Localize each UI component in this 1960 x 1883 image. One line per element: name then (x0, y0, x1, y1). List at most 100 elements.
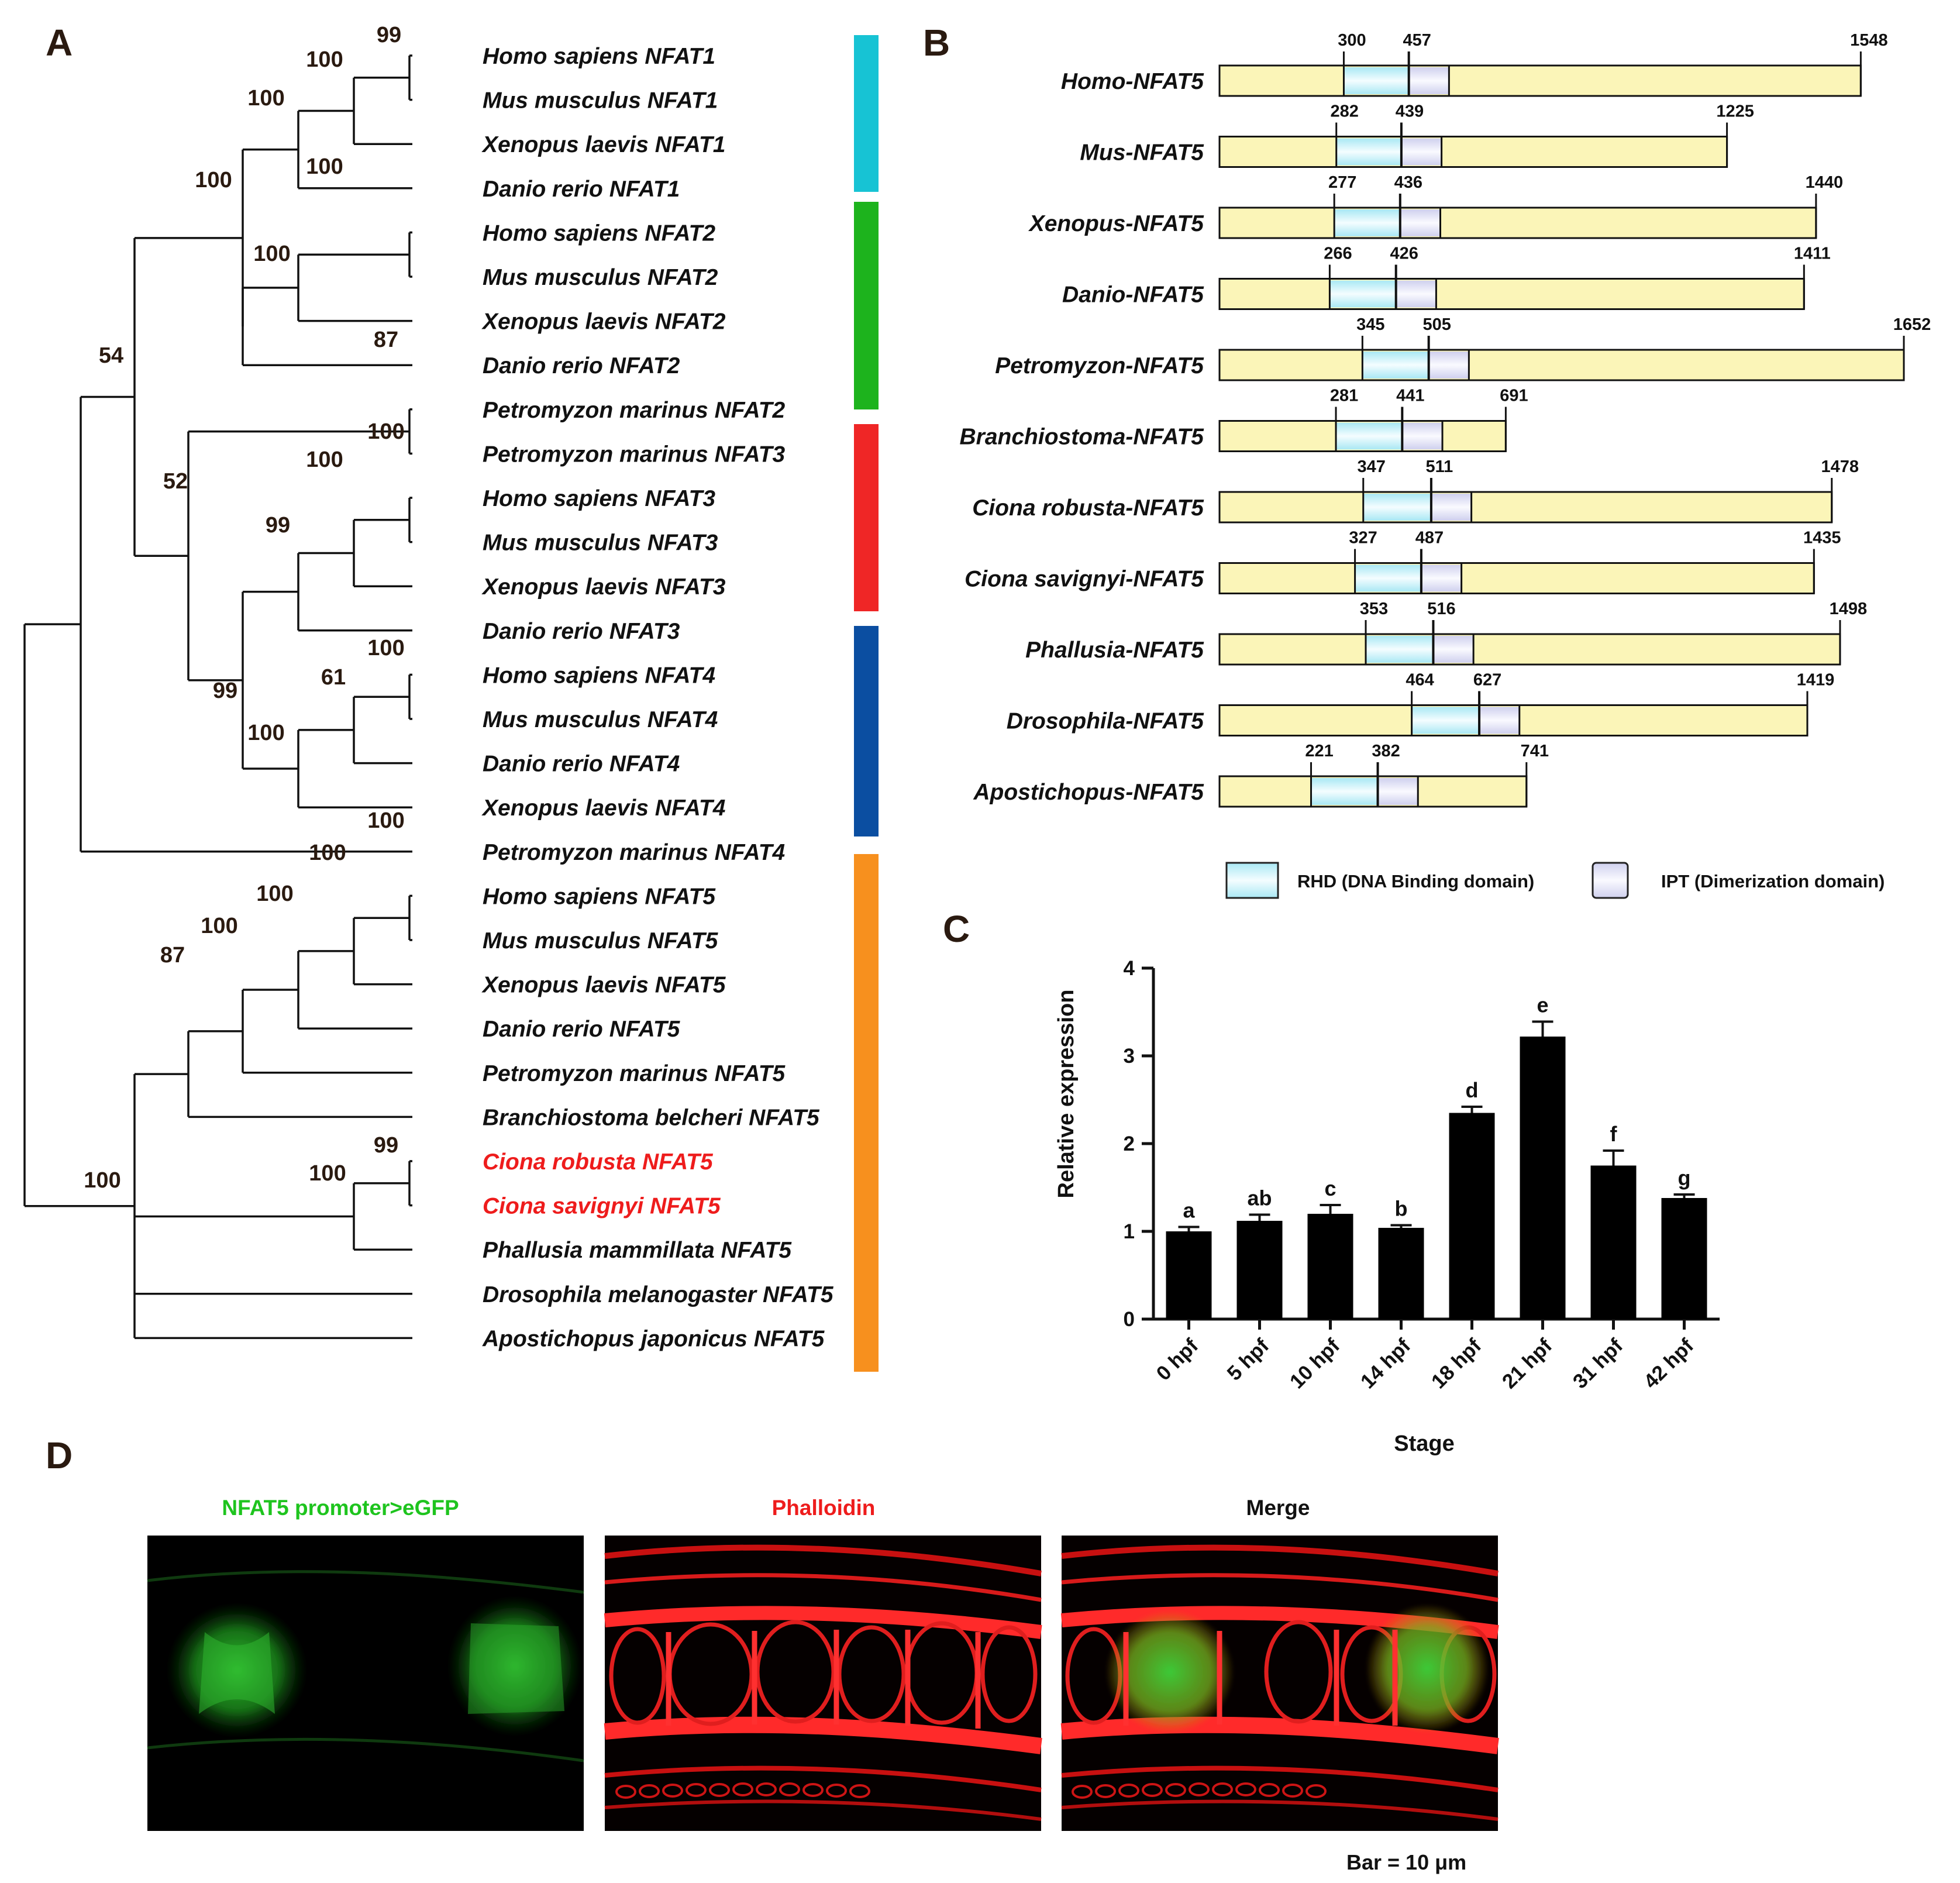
legend-ipt-swatch (1592, 862, 1629, 899)
ipt-domain (1428, 352, 1469, 378)
chart-bars (1166, 1020, 1707, 1319)
taxon-label: Petromyzon marinus NFAT3 (483, 442, 786, 467)
protein-name: Ciona savignyi-NFAT5 (965, 567, 1204, 592)
x-tick-label: 18 hpf (1427, 1334, 1486, 1393)
protein-name: Petromyzon-NFAT5 (995, 353, 1204, 378)
taxon-label: Petromyzon marinus NFAT4 (483, 840, 786, 865)
rhd-domain (1366, 636, 1434, 663)
protein-body (1218, 491, 1833, 524)
chart-bar (1520, 1037, 1566, 1319)
tree-branches (23, 54, 412, 1340)
ipt-domain (1479, 707, 1520, 734)
panel-label-a: A (46, 22, 73, 64)
rhd-domain (1411, 707, 1480, 734)
ipt-domain (1431, 494, 1472, 521)
position-label: 1411 (1794, 245, 1831, 263)
chart-bar (1661, 1198, 1707, 1319)
position-label: 516 (1427, 600, 1455, 618)
protein-name: Danio-NFAT5 (1062, 283, 1204, 308)
protein-body (1218, 206, 1817, 239)
significance-letter: f (1610, 1122, 1618, 1146)
position-label: 353 (1360, 600, 1388, 618)
position-label: 281 (1330, 387, 1358, 405)
position-label: 382 (1372, 742, 1400, 760)
y-tick-label: 3 (1124, 1045, 1135, 1068)
significance-letter: e (1537, 993, 1548, 1017)
position-label: 300 (1338, 31, 1366, 50)
protein-name: Branchiostoma-NFAT5 (960, 425, 1205, 450)
taxon-label: Phallusia mammillata NFAT5 (483, 1238, 792, 1263)
x-tick-label: 21 hpf (1498, 1334, 1557, 1393)
taxon-label: Xenopus laevis NFAT1 (481, 132, 725, 157)
position-label: 691 (1500, 387, 1528, 405)
taxon-label: Homo sapiens NFAT2 (483, 221, 715, 246)
bootstrap-value: 52 (163, 469, 188, 494)
position-label: 505 (1422, 315, 1451, 334)
bootstrap-value: 54 (99, 343, 123, 368)
y-tick-label: 0 (1124, 1308, 1135, 1331)
ipt-domain (1400, 209, 1441, 236)
bootstrap-value: 99 (266, 513, 290, 538)
bootstrap-value: 100 (367, 636, 404, 660)
position-label: 627 (1473, 671, 1501, 690)
legend-rhd-swatch (1225, 862, 1279, 899)
legend-rhd-label: RHD (DNA Binding domain) (1297, 871, 1534, 891)
merge-image (1060, 1536, 1499, 1831)
taxon-label: Ciona robusta NFAT5 (483, 1149, 714, 1175)
position-label: 1440 (1806, 173, 1844, 192)
chart-bar (1378, 1228, 1424, 1319)
image-title-merge: Merge (1246, 1496, 1310, 1520)
domain-legend: RHD (DNA Binding domain) IPT (Dimerizati… (1225, 862, 1885, 899)
bootstrap-value: 100 (247, 721, 284, 745)
taxon-label: Mus musculus NFAT2 (483, 265, 718, 290)
tree-group-bars (854, 35, 879, 1372)
bootstrap-value: 99 (377, 23, 401, 47)
protein-body (1218, 278, 1805, 310)
protein-name: Apostichopus-NFAT5 (973, 780, 1204, 805)
bootstrap-value: 100 (367, 808, 404, 833)
y-tick-label: 1 (1124, 1220, 1135, 1243)
taxon-label: Xenopus laevis NFAT3 (481, 574, 726, 600)
chart-bar (1166, 1231, 1212, 1319)
ipt-domain (1408, 67, 1449, 94)
taxon-label: Danio rerio NFAT4 (483, 752, 680, 777)
bootstrap-value: 100 (306, 447, 343, 472)
position-label: 277 (1328, 173, 1356, 192)
bootstrap-value: 100 (195, 168, 232, 192)
chart-x-axis-title: Stage (1394, 1431, 1454, 1456)
rhd-domain (1334, 209, 1400, 236)
position-label: 1419 (1797, 671, 1835, 690)
taxon-label: Xenopus laevis NFAT4 (481, 796, 726, 821)
significance-letter: d (1466, 1078, 1479, 1102)
clade-color-bar (854, 202, 879, 409)
position-label: 741 (1521, 742, 1549, 760)
clade-color-bar (854, 854, 879, 1372)
x-tick-label: 5 hpf (1222, 1334, 1273, 1385)
ipt-domain (1402, 422, 1443, 450)
ipt-domain (1377, 778, 1418, 805)
bootstrap-value: 100 (306, 47, 343, 72)
position-label: 426 (1390, 245, 1418, 263)
protein-body (1218, 633, 1841, 666)
significance-letter: c (1324, 1176, 1336, 1200)
legend-ipt-label: IPT (Dimerization domain) (1661, 871, 1885, 891)
taxon-label: Apostichopus japonicus NFAT5 (482, 1326, 825, 1351)
taxon-label: Homo sapiens NFAT3 (483, 486, 715, 511)
taxon-label: Danio rerio NFAT2 (483, 353, 680, 378)
position-label: 282 (1331, 102, 1359, 121)
taxon-label: Drosophila melanogaster NFAT5 (483, 1282, 834, 1307)
taxon-label: Petromyzon marinus NFAT5 (483, 1061, 786, 1086)
position-label: 441 (1396, 387, 1424, 405)
x-tick-label: 42 hpf (1639, 1334, 1699, 1393)
protein-body (1218, 562, 1815, 594)
taxon-label: Ciona savignyi NFAT5 (483, 1194, 721, 1219)
rhd-domain (1336, 138, 1401, 166)
taxon-label: Homo sapiens NFAT1 (483, 44, 715, 69)
position-label: 457 (1403, 31, 1431, 50)
taxon-label: Danio rerio NFAT3 (483, 619, 680, 644)
taxon-label: Homo sapiens NFAT5 (483, 884, 716, 909)
taxon-label: Mus musculus NFAT3 (483, 531, 718, 556)
